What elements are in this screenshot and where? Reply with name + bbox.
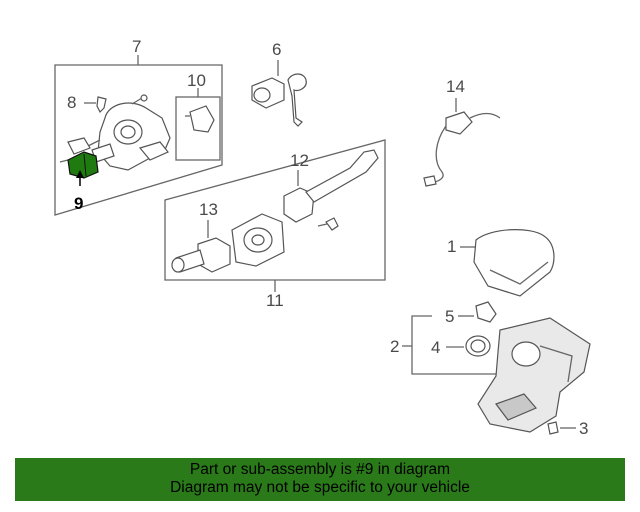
part-12-group: 12: [283, 149, 379, 231]
part-13-group: 13: [171, 200, 285, 273]
callout-13: 13: [199, 200, 218, 219]
upper-cover-shape: [473, 229, 555, 297]
part-14-group: 14: [423, 77, 501, 187]
part-3-screw: [547, 421, 559, 435]
part-9-highlighted-shape: [67, 151, 99, 179]
part-10-shape: [189, 105, 215, 133]
turn-switch-body: [197, 237, 231, 273]
callout-6: 6: [272, 40, 281, 59]
callout-11: 11: [266, 291, 284, 310]
callout-3: 3: [579, 419, 588, 438]
wiper-switch-stalk: [305, 149, 379, 203]
lock-housing-shape: [59, 94, 171, 171]
sensor-shape: [445, 111, 473, 135]
part-5-shape: [475, 301, 497, 323]
wiper-switch-body: [283, 187, 315, 223]
banner-line-2: Diagram may not be specific to your vehi…: [170, 479, 470, 496]
callout-2: 2: [390, 337, 399, 356]
callout-12: 12: [290, 151, 309, 170]
part-8-group: 8: [67, 93, 107, 114]
group-11-frame: 11: [164, 139, 386, 310]
part-8-shape: [96, 96, 107, 114]
callout-8: 8: [67, 93, 76, 112]
group-7-frame: 7: [54, 37, 223, 216]
part-10-group: 10: [175, 71, 221, 161]
part-9-group: 9: [67, 151, 99, 213]
callout-7: 7: [132, 37, 141, 56]
callout-14: 14: [446, 77, 465, 96]
part-1-group: 1: [447, 229, 555, 297]
part-6-group: 6: [251, 40, 307, 127]
key-shape: [287, 73, 307, 127]
callout-5: 5: [445, 307, 454, 326]
lower-cover-group: 2 5 4 3: [390, 301, 591, 438]
callout-9: 9: [74, 194, 83, 213]
lower-cover-shape: [477, 317, 591, 433]
callout-10: 10: [187, 71, 206, 90]
callout-4: 4: [431, 338, 440, 357]
info-banner: Part or sub-assembly is #9 in diagram Di…: [15, 458, 625, 501]
banner-line-1: Part or sub-assembly is #9 in diagram: [189, 461, 451, 478]
callout-1: 1: [447, 237, 456, 256]
